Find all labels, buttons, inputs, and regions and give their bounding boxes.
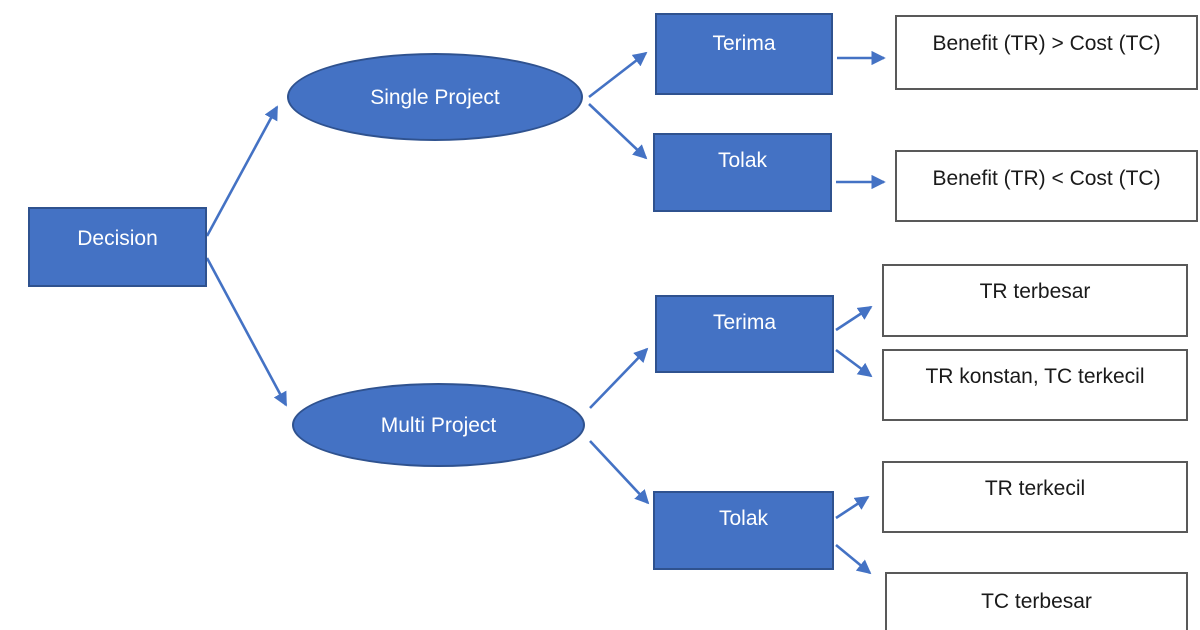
multi-project-node: Multi Project (292, 383, 585, 467)
decision-node: Decision (28, 207, 207, 287)
arrow-multi-to-terima (589, 347, 649, 409)
outcome-tr-terkecil: TR terkecil (882, 461, 1188, 533)
outcome-benefit-greater-cost: Benefit (TR) > Cost (TC) (895, 15, 1198, 90)
multi-terima-node: Terima (655, 295, 834, 373)
arrow-tolak-to-tr-terkecil (835, 495, 870, 520)
arrow-tolak-to-tc-terbesar (835, 543, 872, 575)
arrow-multi-to-tolak (589, 440, 650, 505)
arrow-single-to-tolak (588, 103, 648, 160)
arrow-single-to-terima (588, 51, 648, 99)
outcome-tr-konstan-tc-terkecil: TR konstan, TC terkecil (882, 349, 1188, 421)
arrow-terima-to-tr-konstan (835, 348, 873, 378)
single-tolak-node: Tolak (653, 133, 832, 212)
single-terima-node: Terima (655, 13, 833, 95)
arrow-decision-to-single-project (205, 105, 279, 237)
outcome-tr-terbesar: TR terbesar (882, 264, 1188, 337)
arrow-terima-to-tr-terbesar (835, 305, 873, 332)
single-project-node: Single Project (287, 53, 583, 141)
outcome-benefit-less-cost: Benefit (TR) < Cost (TC) (895, 150, 1198, 222)
multi-tolak-node: Tolak (653, 491, 834, 570)
outcome-tc-terbesar: TC terbesar (885, 572, 1188, 630)
arrow-decision-to-multi-project (205, 257, 288, 407)
